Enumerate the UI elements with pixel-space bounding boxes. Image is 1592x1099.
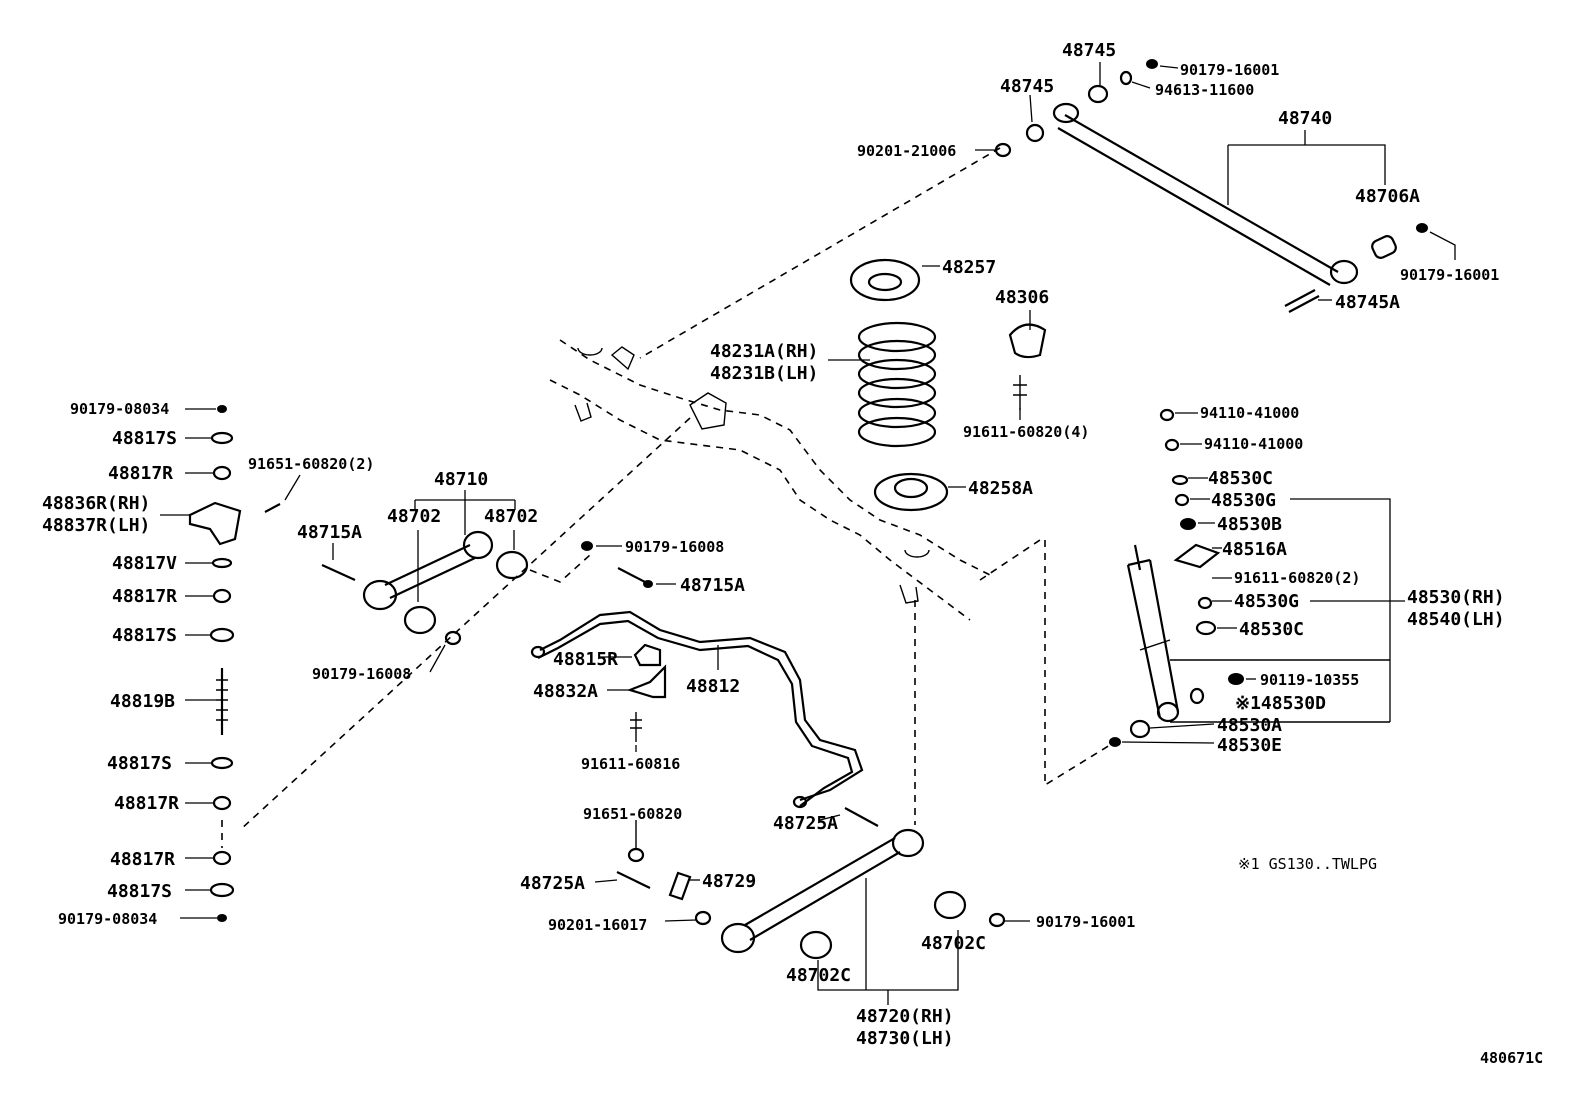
label-48306: 48306 — [995, 287, 1049, 308]
label-48815R: 48815R — [553, 649, 618, 670]
label-48745A: 48745A — [1335, 292, 1400, 313]
label-48725A-left: 48725A — [520, 873, 585, 894]
label-90119-10355: 90119-10355 — [1260, 671, 1359, 689]
figure-code: 480671C — [1480, 1049, 1543, 1067]
label-48817R-1: 48817R — [108, 463, 173, 484]
label-48530C-lower: 48530C — [1239, 619, 1304, 640]
label-48725A-right: 48725A — [773, 813, 838, 834]
label-48530C-upper: 48530C — [1208, 468, 1273, 489]
label-48817S-3: 48817S — [107, 753, 172, 774]
label-48702-right: 48702 — [484, 506, 538, 527]
label-48720RH: 48720(RH) — [856, 1006, 954, 1027]
label-48730LH: 48730(LH) — [856, 1028, 954, 1049]
label-148530D: ※148530D — [1235, 693, 1326, 714]
label-48530E: 48530E — [1217, 735, 1282, 756]
lateral-rod-48740 — [994, 59, 1428, 313]
label-48702C-left: 48702C — [786, 965, 851, 986]
label-90179-16001-c: 90179-16001 — [1036, 913, 1135, 931]
label-48817R-3: 48817R — [114, 793, 179, 814]
label-90201-21006: 90201-21006 — [857, 142, 956, 160]
footnote: ※1 GS130..TWLPG — [1238, 855, 1377, 873]
label-48817V: 48817V — [112, 553, 177, 574]
stabilizer-bar-48812 — [530, 610, 864, 809]
label-48817S-1: 48817S — [112, 428, 177, 449]
label-91611-60820-2: 91611-60820(2) — [1234, 569, 1360, 587]
label-48715A-right: 48715A — [680, 575, 745, 596]
label-48812: 48812 — [686, 676, 740, 697]
label-48715A-left: 48715A — [297, 522, 362, 543]
stabilizer-link-stack — [188, 405, 281, 922]
label-94613-11600: 94613-11600 — [1155, 81, 1254, 99]
label-48530A: 48530A — [1217, 715, 1282, 736]
label-90201-16017: 90201-16017 — [548, 916, 647, 934]
label-48702-left: 48702 — [387, 506, 441, 527]
label-48231B: 48231B(LH) — [710, 363, 818, 384]
label-48540LH: 48540(LH) — [1407, 609, 1505, 630]
label-90179-16001-b: 90179-16001 — [1400, 266, 1499, 284]
label-90179-08034-bottom: 90179-08034 — [58, 910, 157, 928]
label-48837R: 48837R(LH) — [42, 515, 150, 536]
label-48745-upper: 48745 — [1062, 40, 1116, 61]
label-90179-08034-top: 90179-08034 — [70, 400, 169, 418]
label-91611-60816: 91611-60816 — [581, 755, 680, 773]
crossmember-outline — [549, 339, 991, 621]
lower-control-arm-48720 — [616, 807, 1006, 960]
label-48819B: 48819B — [110, 691, 175, 712]
label-48817R-2: 48817R — [112, 586, 177, 607]
label-94110-41000-b: 94110-41000 — [1204, 435, 1303, 453]
shock-absorber-48530 — [1109, 408, 1390, 747]
label-48817S-2: 48817S — [112, 625, 177, 646]
label-91651-60820-2: 91651-60820(2) — [248, 455, 374, 473]
label-48740: 48740 — [1278, 108, 1332, 129]
label-90179-16008-lower: 90179-16008 — [312, 665, 411, 683]
leader-lines — [160, 62, 1456, 1005]
label-90179-16008-upper: 90179-16008 — [625, 538, 724, 556]
label-48817S-4: 48817S — [107, 881, 172, 902]
label-90179-16001-a: 90179-16001 — [1180, 61, 1279, 79]
label-48702C-right: 48702C — [921, 933, 986, 954]
upper-control-arm-48710 — [321, 530, 653, 646]
label-48257: 48257 — [942, 257, 996, 278]
label-94110-41000-a: 94110-41000 — [1200, 404, 1299, 422]
coil-spring-48231 — [849, 258, 1047, 512]
label-48258A: 48258A — [968, 478, 1033, 499]
label-91611-60820-4: 91611-60820(4) — [963, 423, 1089, 441]
assembly-lines — [221, 147, 1111, 848]
label-91651-60820: 91651-60820 — [583, 805, 682, 823]
label-48530B: 48530B — [1217, 514, 1282, 535]
part-number-labels: 48745 90179-16001 94613-11600 48745 9020… — [42, 40, 1543, 1067]
label-48530RH: 48530(RH) — [1407, 587, 1505, 608]
label-48836R: 48836R(RH) — [42, 493, 150, 514]
label-48706A: 48706A — [1355, 186, 1420, 207]
label-48745-lower: 48745 — [1000, 76, 1054, 97]
label-48231A: 48231A(RH) — [710, 341, 818, 362]
label-48516A: 48516A — [1222, 539, 1287, 560]
label-48530G-upper: 48530G — [1211, 490, 1276, 511]
label-48729: 48729 — [702, 871, 756, 892]
label-48710: 48710 — [434, 469, 488, 490]
label-48530G-lower: 48530G — [1234, 591, 1299, 612]
label-48832A: 48832A — [533, 681, 598, 702]
label-48817R-4: 48817R — [110, 849, 175, 870]
